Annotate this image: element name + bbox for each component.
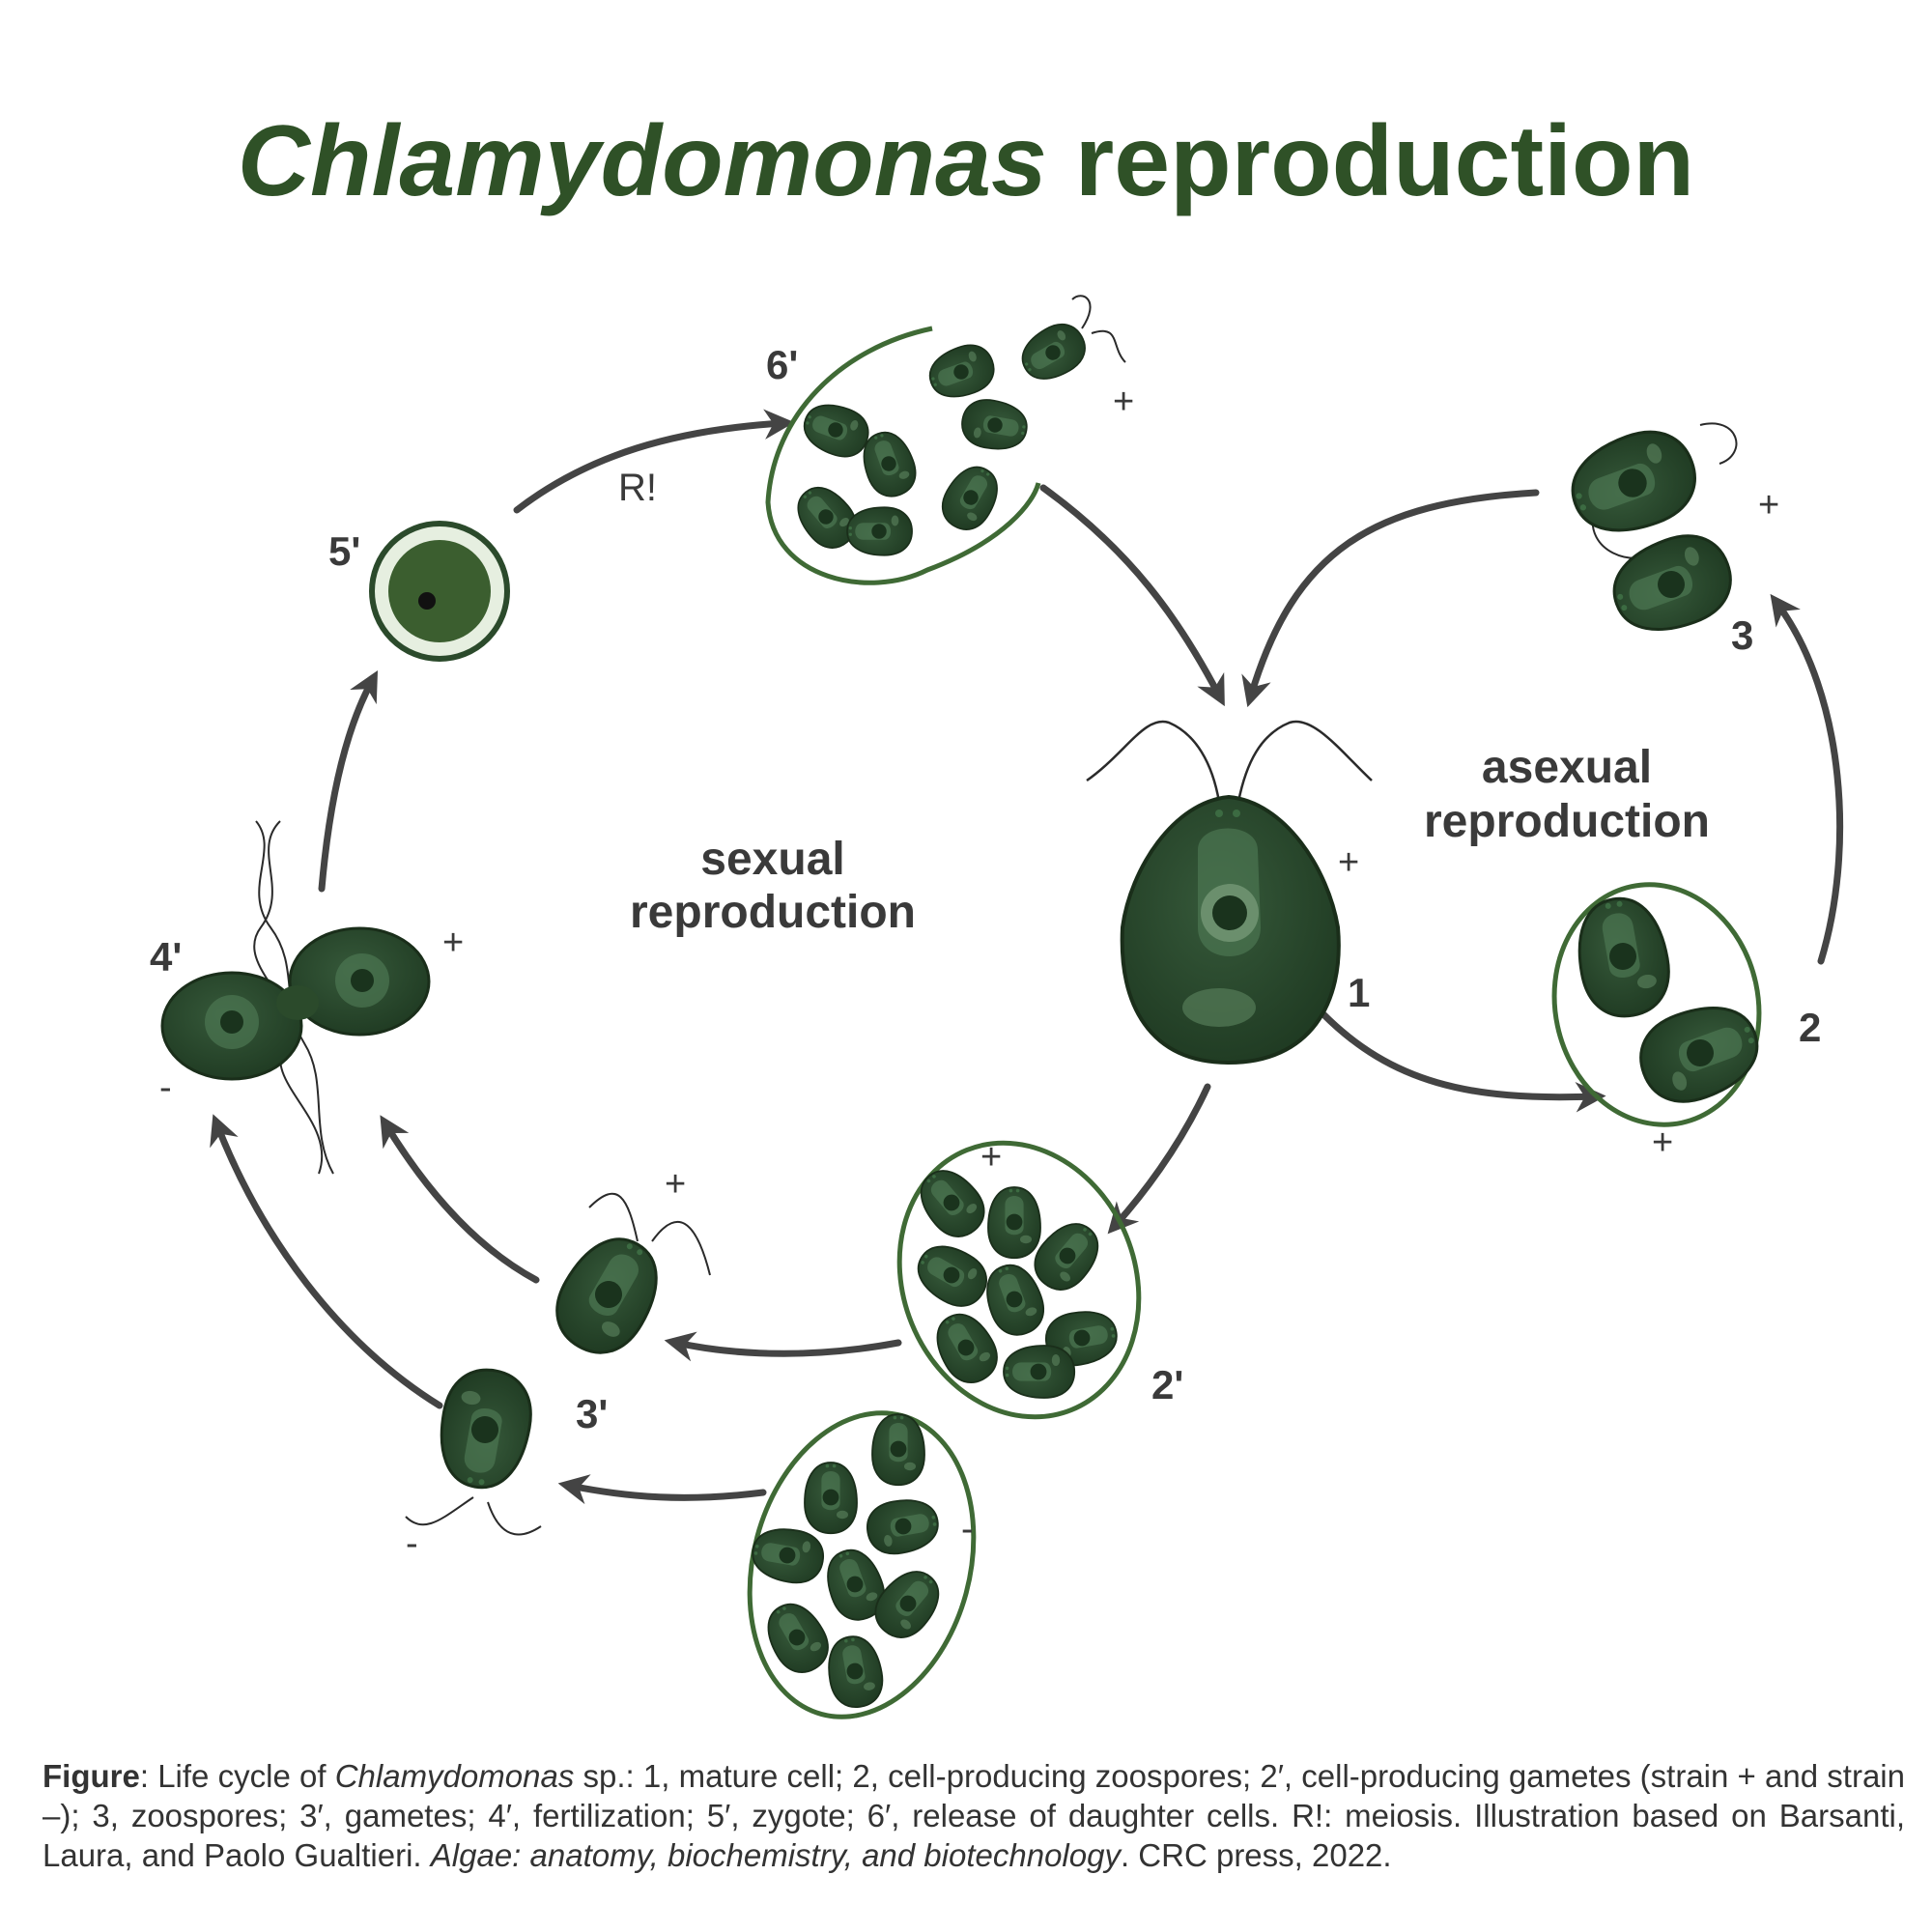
caption-part-2: sp.: 1, mature cell; 2, cell-producing z… [43, 1758, 1905, 1873]
sign-minus-stage-4p: - [159, 1067, 172, 1108]
caption-part-3: . CRC press, 2022. [1120, 1837, 1392, 1873]
sign-plus-stage-2: + [1652, 1122, 1673, 1163]
stage-1-mature-cell [1086, 720, 1373, 1065]
label-stage-4p: 4' [150, 934, 182, 980]
stage-3p-gametes [405, 1192, 711, 1536]
arrow-2-to-3 [1770, 593, 1844, 965]
asexual-label-line1: asexual [1482, 742, 1652, 793]
arrow-4p-to-5p [318, 669, 379, 893]
label-stage-2: 2 [1799, 1005, 1821, 1050]
arrow-1-to-2p [1107, 1083, 1211, 1235]
arrow-2p-to-3p-plus [664, 1331, 902, 1362]
sign-plus-stage-1: + [1338, 842, 1359, 883]
arrow-1-to-2 [1320, 1010, 1606, 1113]
life-cycle-diagram: 1 2 3 2' 3' 4' 5' 6' + + + + - + - + - +… [150, 295, 1844, 1719]
sign-plus-stage-3: + [1758, 485, 1779, 526]
arrow-2p-to-3p-minus [557, 1474, 767, 1505]
stage-2p-gamete-producing-cell-minus [747, 1410, 977, 1719]
meiosis-label: R! [618, 467, 657, 509]
sign-minus-stage-2p: - [961, 1509, 974, 1549]
caption-figure-label: Figure [43, 1758, 140, 1794]
sign-minus-stage-3p: - [406, 1523, 418, 1564]
label-stage-3p: 3' [576, 1391, 608, 1436]
figure-caption: Figure: Life cycle of Chlamydomonas sp.:… [43, 1756, 1905, 1875]
stage-3-zoospores [1558, 416, 1745, 647]
sexual-label-line2: reproduction [630, 887, 916, 938]
label-stage-3: 3 [1731, 612, 1753, 658]
sign-plus-stage-6p: + [1113, 382, 1134, 422]
arrows [210, 409, 1844, 1505]
arrow-5p-to-6p [513, 409, 795, 514]
label-stage-1: 1 [1348, 970, 1370, 1015]
diagram-title: Chlamydomonas reproduction [0, 106, 1932, 216]
sign-plus-stage-4p: + [442, 923, 464, 963]
stage-2p-gamete-producing-cell-plus [896, 1140, 1142, 1420]
sexual-label-line1: sexual [700, 834, 844, 885]
asexual-label-line2: reproduction [1424, 796, 1710, 847]
stage-5p-zygote [369, 521, 510, 662]
title-genus: Chlamydomonas [237, 105, 1047, 217]
sign-plus-stage-2p: + [980, 1137, 1002, 1178]
title-rest: reproduction [1074, 105, 1695, 217]
label-stage-6p: 6' [766, 342, 798, 387]
stage-4p-fertilization [160, 820, 431, 1175]
label-stage-5p: 5' [328, 528, 360, 574]
stage-2-zoospore-producing-cell [1551, 882, 1772, 1127]
stage-6p-daughter-release [765, 295, 1126, 585]
arrow-3p-plus-to-4p [380, 1115, 540, 1284]
caption-book-title: Algae: anatomy, biochemistry, and biotec… [430, 1837, 1121, 1873]
caption-genus: Chlamydomonas [334, 1758, 575, 1794]
arrow-3p-minus-to-4p [210, 1114, 443, 1409]
label-stage-2p: 2' [1151, 1362, 1183, 1407]
caption-part-1: : Life cycle of [139, 1758, 335, 1794]
arrow-3-to-1 [1241, 489, 1540, 708]
arrow-6p-to-1 [1039, 484, 1225, 707]
sign-plus-stage-3p: + [665, 1164, 686, 1205]
